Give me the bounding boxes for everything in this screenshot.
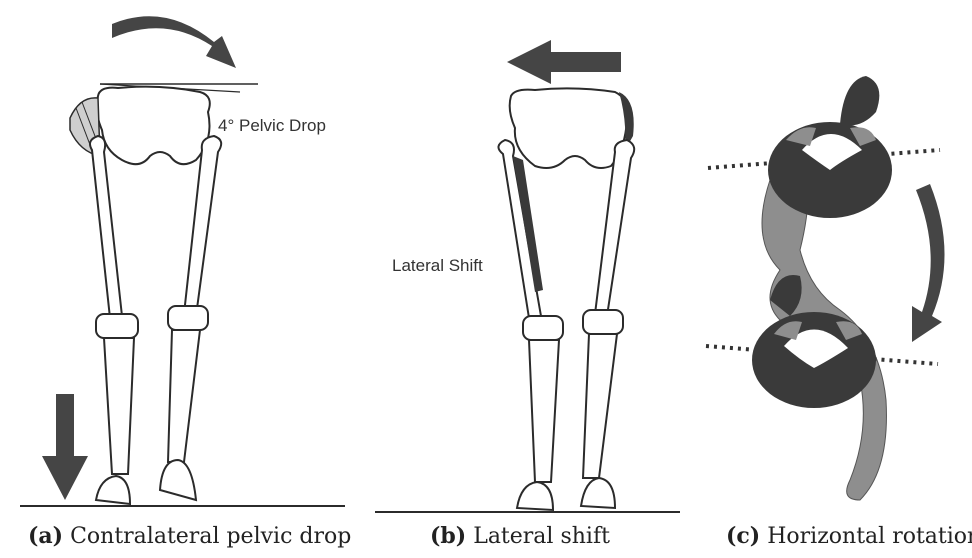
caption-c: (c) Horizontal rotation: [726, 523, 972, 549]
upper-spinous-process: [840, 76, 879, 126]
down-arrow-icon: [42, 394, 88, 500]
left-foot: [517, 482, 553, 510]
right-foot: [160, 460, 196, 500]
left-foot: [96, 476, 130, 504]
caption-a: (a) Contralateral pelvic drop: [28, 523, 351, 549]
panel-contralateral-pelvic-drop: 4° Pelvic Drop: [0, 0, 360, 520]
right-foot: [581, 478, 615, 508]
panel-horizontal-rotation: [690, 0, 972, 520]
pelvic-drop-illustration: [0, 0, 360, 520]
left-tibia: [104, 338, 134, 474]
left-arrow-icon: [507, 40, 621, 84]
pelvis-outline: [510, 88, 628, 168]
lateral-shift-label: Lateral Shift: [392, 256, 483, 276]
rotation-arrow-icon: [912, 184, 945, 342]
pelvic-drop-label: 4° Pelvic Drop: [218, 116, 326, 136]
right-tibia: [168, 330, 200, 462]
caption-b: (b) Lateral shift: [430, 523, 610, 549]
panel-lateral-shift: Lateral Shift: [375, 0, 685, 520]
curved-arrow-icon: [112, 16, 236, 68]
horizontal-rotation-illustration: [690, 0, 972, 520]
left-femur: [90, 136, 122, 318]
right-tibia: [583, 334, 617, 478]
left-tibia: [529, 340, 559, 482]
pelvis-outline: [97, 87, 210, 165]
